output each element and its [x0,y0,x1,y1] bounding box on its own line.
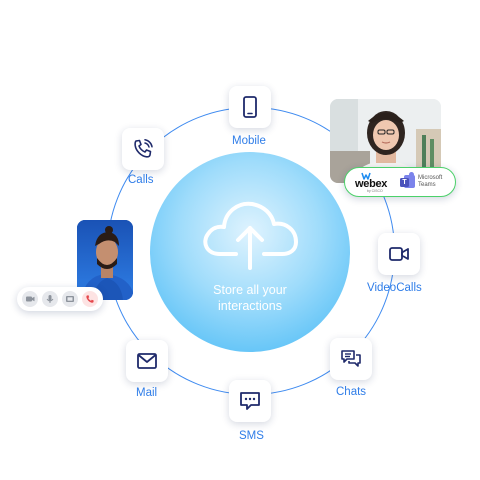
hub-caption-line2: interactions [218,299,282,313]
mobile-label: Mobile [232,135,266,147]
teams-wordmark: Microsoft Teams [418,175,442,189]
sms-bubble-icon [240,392,260,410]
hub-caption-line1: Store all your [213,283,287,297]
videocalls-label: VideoCalls [367,282,422,294]
calls-node[interactable] [122,128,164,170]
man-portrait-image [77,220,133,300]
end-call-button[interactable] [82,291,98,307]
chat-bubbles-icon [341,350,361,367]
envelope-icon [137,353,157,369]
videocalls-node[interactable] [378,233,420,275]
cloud-upload-icon [203,201,298,270]
camera-icon [26,296,35,302]
chats-node[interactable] [330,338,372,380]
teams-line2: Teams [418,182,436,188]
call-controls-pill [17,287,103,311]
webex-subtext: by CISCO [367,189,383,193]
mail-node[interactable] [126,340,168,382]
phone-call-icon [134,139,153,158]
teams-logo-icon: T [400,172,415,190]
camera-toggle-button[interactable] [22,291,38,307]
screen-share-icon [66,296,74,302]
webex-wordmark: webex [355,178,388,190]
mobile-node[interactable] [229,86,271,128]
integrations-pill: webex by CISCO T Microsoft Teams [344,167,456,197]
microphone-icon [46,295,54,303]
sms-node[interactable] [229,380,271,422]
microphone-toggle-button[interactable] [42,291,58,307]
chats-label: Chats [336,386,367,398]
screen-share-button[interactable] [62,291,78,307]
man-caller-thumbnail [77,220,133,300]
teams-line1: Microsoft [418,175,443,181]
sms-label: SMS [239,430,264,442]
central-hub: Store all your interactions [150,152,350,352]
end-call-phone-icon [86,295,94,303]
mobile-phone-icon [243,96,257,118]
hub-caption: Store all your interactions [170,282,330,314]
mail-label: Mail [136,387,158,399]
calls-label: Calls [128,174,154,186]
webex-logo-icon [361,172,371,180]
video-camera-icon [389,247,409,261]
